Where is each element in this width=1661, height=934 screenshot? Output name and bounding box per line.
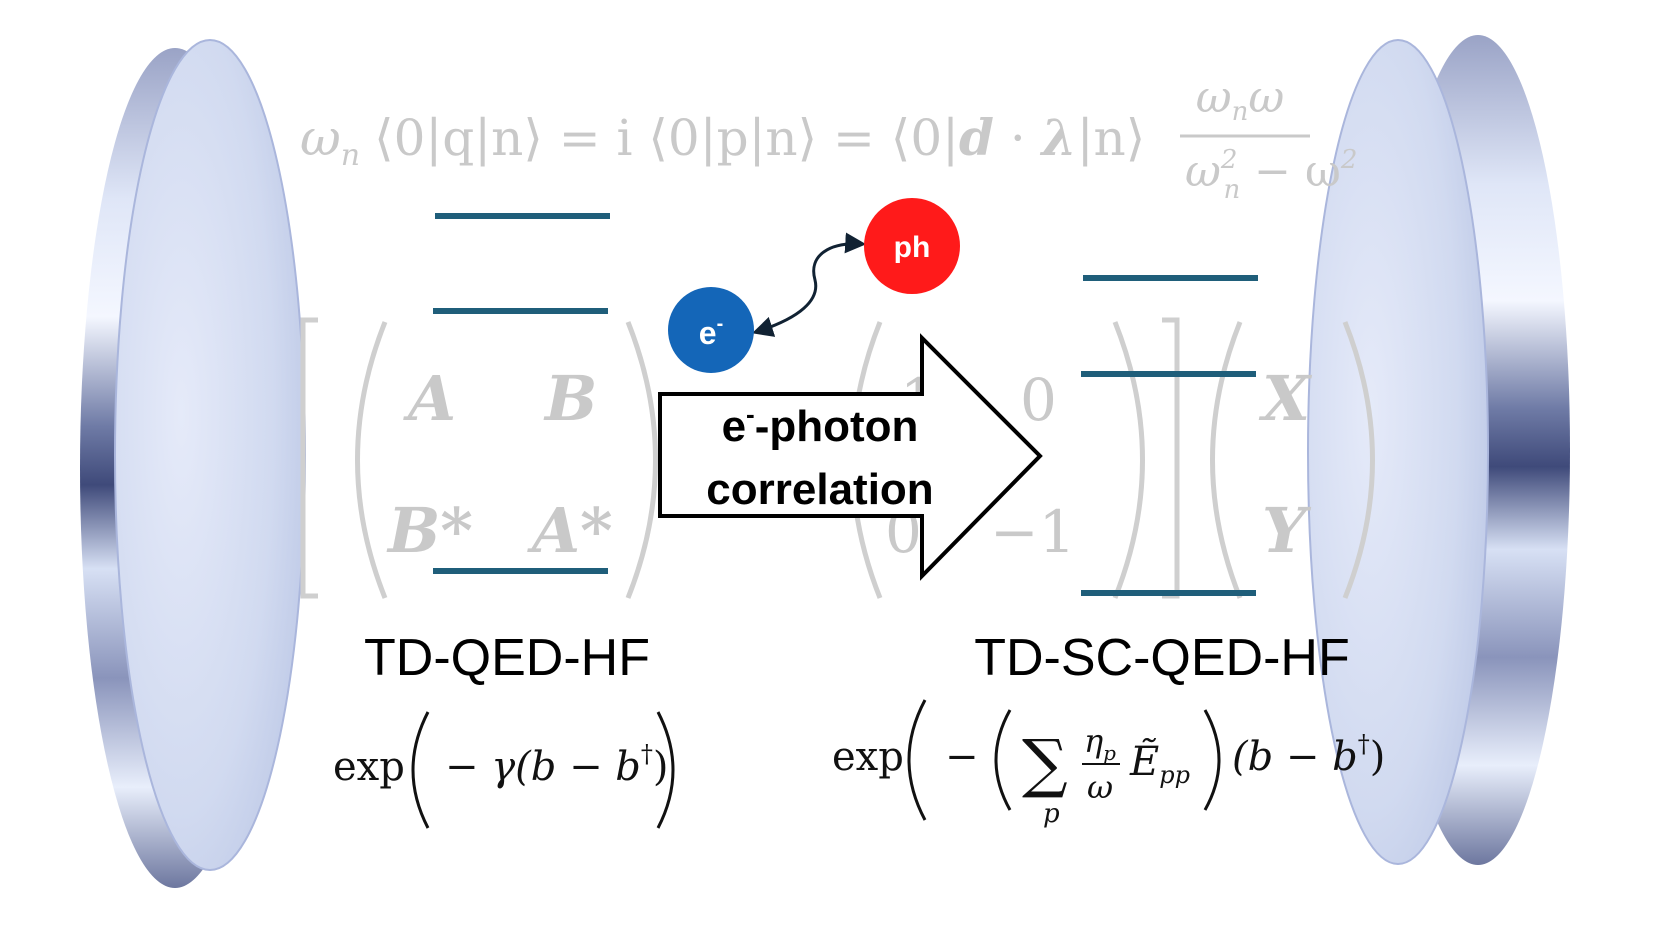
left-equation: exp − γ(b − b†) — [333, 711, 675, 829]
svg-text:Ẽpp: Ẽpp — [1129, 738, 1190, 789]
interaction-curve — [751, 232, 867, 337]
right-method-title: TD-SC-QED-HF — [974, 629, 1350, 687]
svg-text:A*: A* — [527, 494, 613, 567]
svg-text:ωn⟨0|q|n⟩ = i ⟨0|p|n⟩ = ⟨0|d ·: ωn⟨0|q|n⟩ = i ⟨0|p|n⟩ = ⟨0|d · λ|n⟩ — [300, 108, 1145, 173]
svg-text:−: − — [945, 734, 979, 780]
svg-text:B*: B* — [386, 494, 473, 567]
background-matrix — [300, 317, 1375, 599]
cavity-mirror-icon — [80, 39, 306, 888]
svg-text:− γ(b − b†): − γ(b − b†) — [445, 740, 669, 790]
svg-text:Y: Y — [1262, 494, 1312, 567]
svg-text:−1: −1 — [990, 498, 1076, 566]
svg-text:B: B — [543, 362, 597, 435]
svg-text:e-: e- — [699, 313, 723, 351]
right-equation: exp − ∑ p ηp ω Ẽpp (b − b†) — [832, 699, 1385, 829]
svg-text:∑: ∑ — [1022, 727, 1068, 801]
left-method-title: TD-QED-HF — [364, 629, 650, 687]
svg-text:ph: ph — [894, 231, 931, 264]
energy-levels-right — [1081, 275, 1258, 596]
svg-text:ηp: ηp — [1084, 722, 1116, 765]
svg-text:ω: ω — [1087, 768, 1113, 806]
energy-levels-left — [433, 213, 610, 574]
svg-text:(b − b†): (b − b†) — [1232, 730, 1385, 780]
arrow-label-line2: correlation — [706, 465, 933, 514]
cavity-mirror-icon — [1307, 35, 1570, 865]
photon-particle: ph — [864, 198, 960, 294]
svg-text:p: p — [1043, 799, 1060, 829]
background-equation: ωn⟨0|q|n⟩ = i ⟨0|p|n⟩ = ⟨0|d · λ|n⟩ ωnω … — [300, 72, 1357, 205]
svg-text:A: A — [403, 362, 456, 435]
svg-text:ωnω: ωnω — [1196, 72, 1285, 127]
electron-particle: e- — [668, 287, 754, 373]
svg-text:ω2n − ω2: ω2n − ω2 — [1185, 145, 1357, 205]
right-mirror — [1307, 35, 1570, 865]
arrow-label-line1: e--photon — [722, 399, 919, 451]
svg-text:X: X — [1258, 362, 1313, 435]
correlation-arrow: e--photon correlation — [658, 333, 1043, 581]
svg-text:0: 0 — [1020, 366, 1057, 434]
svg-text:exp: exp — [832, 734, 904, 780]
left-mirror — [80, 39, 306, 888]
svg-text:exp: exp — [333, 744, 405, 790]
